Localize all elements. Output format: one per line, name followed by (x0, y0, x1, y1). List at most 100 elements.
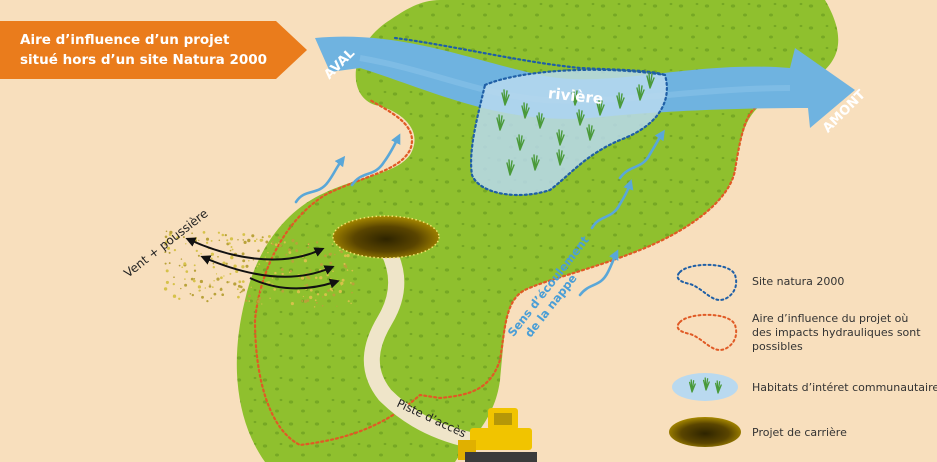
dust-particle (250, 286, 252, 288)
dust-particle (347, 300, 350, 303)
dust-particle (260, 239, 264, 242)
habitat-grass (496, 72, 655, 176)
bulldozer-icon (458, 408, 537, 462)
dust-particle (242, 259, 246, 263)
legend-item-influence: Aire d’influence du projet où des impact… (676, 312, 921, 353)
dust-particle (296, 290, 301, 294)
dust-particle (210, 239, 213, 242)
dust-particle (314, 276, 318, 279)
dust-particle (257, 266, 259, 268)
dust-particle (181, 266, 184, 269)
grass-tuft (556, 149, 565, 166)
dust-particle (237, 238, 239, 241)
dust-particle (226, 280, 229, 284)
dust-particle (200, 253, 202, 255)
dust-particle (248, 259, 250, 262)
dust-particle (198, 289, 201, 292)
dust-particle (171, 235, 173, 237)
dust-particle (211, 286, 214, 288)
dust-particle (288, 251, 292, 254)
dust-particle (252, 259, 255, 261)
dust-particle (233, 282, 237, 286)
dust-particle (237, 295, 240, 299)
dust-particle (253, 239, 257, 243)
dust-particle (319, 276, 323, 280)
dust-particle (271, 277, 274, 279)
dust-particle (278, 242, 280, 244)
dust-particle (256, 238, 258, 240)
dust-particle (242, 288, 246, 292)
dust-particle (221, 293, 225, 297)
dust-particle (301, 300, 304, 302)
dust-particle (272, 255, 274, 257)
dust-particle (280, 268, 284, 271)
dust-particle (350, 282, 352, 284)
grass-tuft (596, 99, 605, 116)
dust-particle (273, 288, 277, 291)
dust-particle (307, 276, 311, 280)
dust-particle (210, 257, 213, 260)
dust-particle (321, 304, 324, 307)
dust-particle (264, 256, 266, 258)
dust-particle (165, 240, 169, 244)
dust-particle (205, 237, 210, 241)
dust-particle (327, 289, 330, 292)
dust-particle (283, 241, 286, 244)
dust-particle (228, 281, 231, 283)
dust-particle (213, 280, 215, 282)
dust-particle (340, 250, 344, 254)
dust-particle (195, 249, 198, 253)
dust-particle (210, 297, 212, 299)
grass-tuft (688, 379, 696, 393)
dust-particle (190, 242, 192, 244)
dust-particle (261, 236, 264, 239)
dust-particle (219, 288, 223, 291)
grass-tuft (576, 109, 585, 126)
dust-particle (212, 262, 215, 265)
dust-particle (343, 254, 347, 258)
grass-tuft (506, 159, 515, 176)
grass-tuft (586, 124, 595, 141)
dust-particle (290, 302, 294, 306)
legend: Site natura 2000 Aire d’influence du pro… (669, 263, 937, 447)
dust-particle (168, 262, 171, 265)
dust-particle (295, 249, 299, 253)
dust-particle (221, 233, 225, 237)
dust-particle (271, 243, 274, 246)
dust-particle (316, 293, 320, 296)
dust-particle (178, 297, 181, 301)
dust-particle (247, 238, 251, 243)
dust-particle (194, 236, 197, 240)
dust-particle (164, 243, 167, 246)
dust-particle (173, 248, 177, 252)
dust-particle (295, 242, 298, 245)
dust-particle (309, 295, 313, 300)
legend-carriere-text: Projet de carrière (752, 426, 847, 439)
dust-particle (272, 240, 274, 243)
dust-particle (209, 283, 211, 286)
quarry (332, 215, 440, 259)
dust-particle (313, 306, 316, 308)
dust-particle (243, 240, 247, 244)
dust-particle (339, 249, 341, 252)
dust-particle (329, 278, 332, 281)
dust-particle (242, 239, 245, 241)
grass-tuft (616, 92, 625, 109)
dust-particle (256, 299, 261, 304)
dust-particle (231, 248, 234, 251)
dust-particle (197, 254, 200, 257)
title-banner: Aire d’influence d’un projet situé hors … (0, 21, 307, 79)
dust-particle (322, 296, 324, 298)
title-line2: situé hors d’un site Natura 2000 (20, 52, 267, 68)
dust-particle (182, 236, 185, 239)
dust-particle (338, 289, 342, 294)
dust-particle (340, 281, 344, 286)
dust-particle (258, 263, 261, 265)
dust-particle (324, 293, 328, 297)
dust-particle (267, 251, 269, 254)
dust-particle (266, 281, 268, 284)
dust-particle (274, 271, 277, 275)
dust-particle (341, 278, 345, 282)
dust-particle (346, 254, 350, 258)
dust-particle (305, 283, 309, 287)
